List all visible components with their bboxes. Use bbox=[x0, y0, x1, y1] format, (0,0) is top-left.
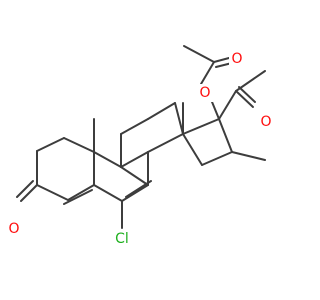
ketone-group bbox=[16, 180, 38, 202]
methyl-groups bbox=[93, 102, 266, 161]
ring-d bbox=[182, 118, 233, 166]
acetoxy-carbonyl-oxygen-atom: O bbox=[229, 50, 245, 68]
ring-c bbox=[120, 102, 184, 186]
ring-a bbox=[36, 137, 95, 205]
chlorine-atom: Cl bbox=[109, 230, 137, 248]
structure-diagram: O Cl O O O bbox=[6, 45, 274, 248]
ester-oxygen-atom: O bbox=[197, 84, 213, 102]
ester-oxygen-label: O bbox=[199, 85, 210, 101]
ketone-oxygen-label: O bbox=[8, 221, 19, 237]
acetoxy-carbonyl-oxygen-label: O bbox=[231, 51, 242, 67]
acetyl-group bbox=[218, 70, 266, 120]
chlorine-label: Cl bbox=[115, 231, 129, 247]
ring-b bbox=[93, 151, 152, 202]
acetyl-oxygen-atom: O bbox=[258, 113, 274, 131]
acetyl-oxygen-label: O bbox=[260, 114, 271, 130]
ketone-oxygen-atom: O bbox=[6, 220, 22, 238]
